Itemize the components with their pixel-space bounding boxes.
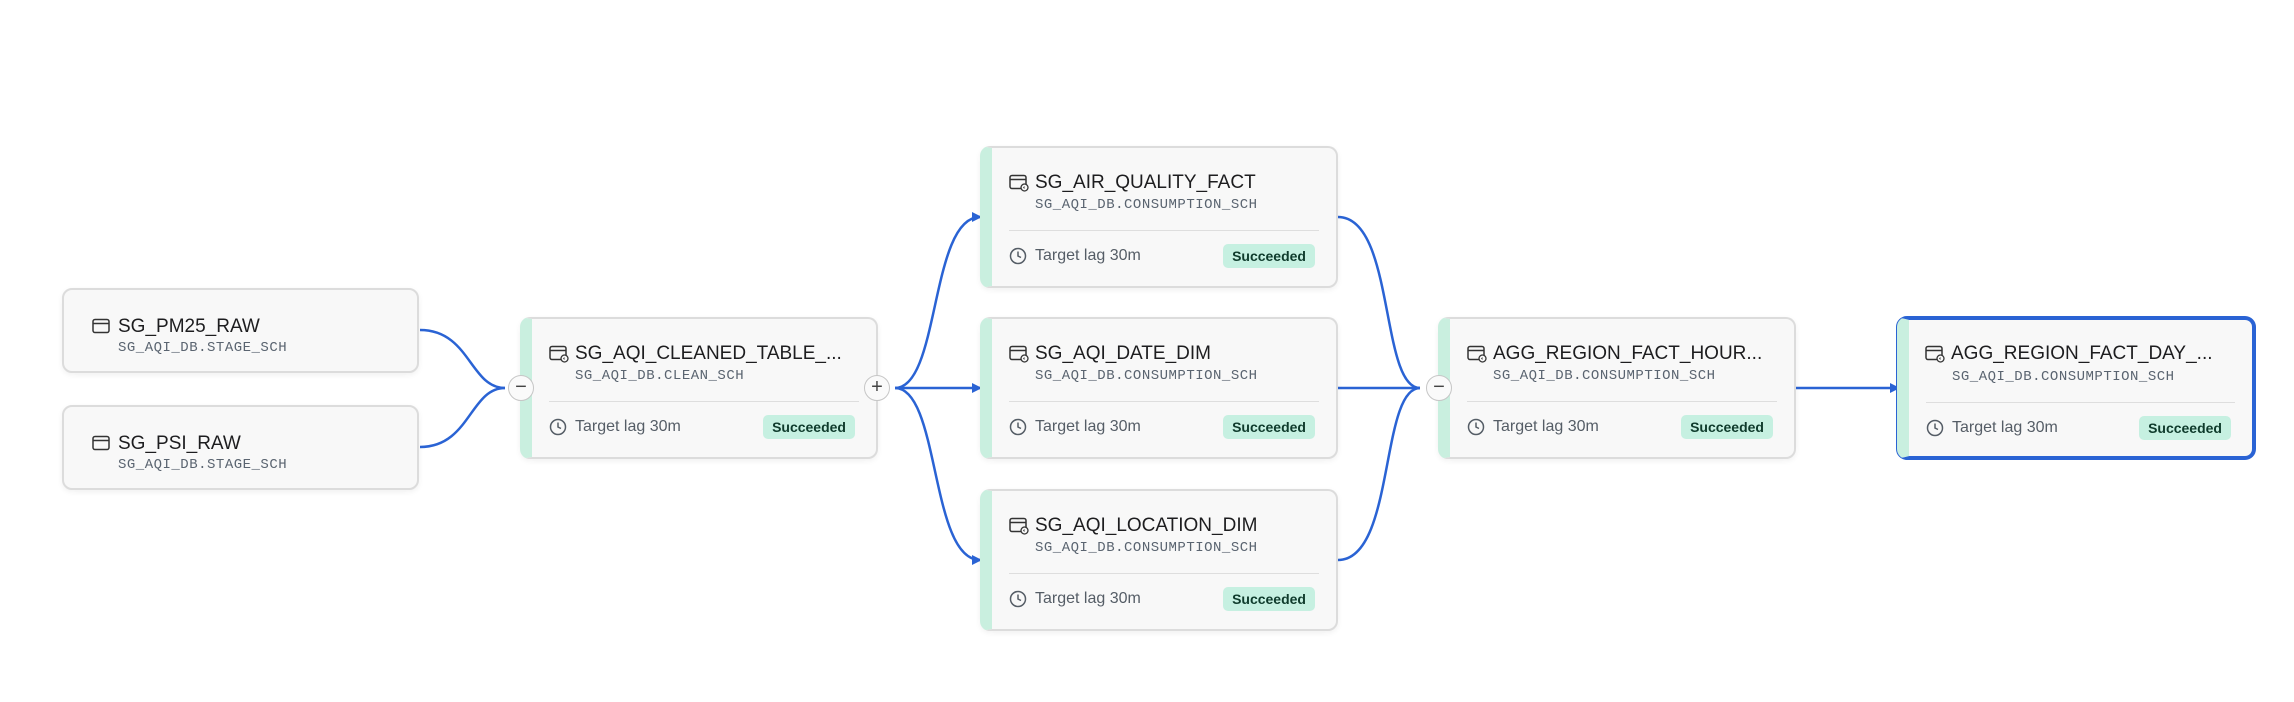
node-schema: SG_AQI_DB.STAGE_SCH: [118, 457, 288, 473]
target-lag: Target lag 30m: [1467, 418, 1599, 436]
status-badge: Succeeded: [2139, 416, 2231, 440]
node-title: SG_AQI_CLEANED_TABLE_...: [575, 343, 842, 364]
edge-psi-to-cleaned: [419, 386, 506, 449]
target-lag-label: Target lag 30m: [1952, 419, 2058, 436]
edge-cleaned-to-location-dim: [894, 386, 982, 565]
node-divider: [1009, 230, 1319, 231]
table-icon: [92, 435, 112, 453]
dynamic-table-icon: [549, 345, 569, 363]
node-title: SG_AIR_QUALITY_FACT: [1035, 172, 1256, 193]
node-title: SG_PM25_RAW: [118, 316, 260, 337]
edge-cleaned-to-air-quality: [894, 212, 982, 390]
dynamic-table-icon: [1925, 345, 1945, 363]
status-badge: Succeeded: [1223, 244, 1315, 268]
status-badge: Succeeded: [1681, 415, 1773, 439]
status-badge: Succeeded: [763, 415, 855, 439]
status-badge: Succeeded: [1223, 415, 1315, 439]
node-divider: [549, 401, 859, 402]
target-lag: Target lag 30m: [1009, 590, 1141, 608]
node-schema: SG_AQI_DB.CONSUMPTION_SCH: [1035, 540, 1258, 556]
clock-icon: [1467, 418, 1485, 436]
clock-icon: [549, 418, 567, 436]
node-sg-aqi-location-dim[interactable]: SG_AQI_LOCATION_DIM SG_AQI_DB.CONSUMPTIO…: [980, 489, 1338, 631]
node-schema: SG_AQI_DB.CLEAN_SCH: [575, 368, 745, 384]
node-divider: [1009, 573, 1319, 574]
target-lag-label: Target lag 30m: [575, 418, 681, 435]
target-lag: Target lag 30m: [1926, 419, 2058, 437]
dynamic-table-icon: [1009, 345, 1029, 363]
dynamic-table-icon: [1009, 174, 1029, 192]
node-schema: SG_AQI_DB.CONSUMPTION_SCH: [1035, 197, 1258, 213]
node-title: SG_PSI_RAW: [118, 433, 241, 454]
node-schema: SG_AQI_DB.CONSUMPTION_SCH: [1035, 368, 1258, 384]
target-lag: Target lag 30m: [1009, 247, 1141, 265]
clock-icon: [1009, 247, 1027, 265]
clock-icon: [1009, 418, 1027, 436]
status-badge: Succeeded: [1223, 587, 1315, 611]
node-schema: SG_AQI_DB.CONSUMPTION_SCH: [1493, 368, 1716, 384]
target-lag-label: Target lag 30m: [1035, 247, 1141, 264]
edge-location-dim-to-agg-hour: [1337, 386, 1421, 562]
node-title: SG_AQI_DATE_DIM: [1035, 343, 1211, 364]
dynamic-table-icon: [1467, 345, 1487, 363]
dynamic-table-icon: [1009, 517, 1029, 535]
node-title: AGG_REGION_FACT_HOUR...: [1493, 343, 1763, 364]
collapse-upstream-agg-hour-button[interactable]: −: [1426, 375, 1452, 401]
node-divider: [1009, 401, 1319, 402]
node-sg-air-quality-fact[interactable]: SG_AIR_QUALITY_FACT SG_AQI_DB.CONSUMPTIO…: [980, 146, 1338, 288]
target-lag: Target lag 30m: [549, 418, 681, 436]
clock-icon: [1926, 419, 1944, 437]
node-sg-aqi-cleaned-table[interactable]: SG_AQI_CLEANED_TABLE_... SG_AQI_DB.CLEAN…: [520, 317, 878, 459]
table-icon: [92, 318, 112, 336]
node-sg-psi-raw[interactable]: SG_PSI_RAW SG_AQI_DB.STAGE_SCH: [62, 405, 419, 490]
node-sg-pm25-raw[interactable]: SG_PM25_RAW SG_AQI_DB.STAGE_SCH: [62, 288, 419, 373]
node-title: AGG_REGION_FACT_DAY_...: [1951, 343, 2213, 364]
node-schema: SG_AQI_DB.STAGE_SCH: [118, 340, 288, 356]
node-title: SG_AQI_LOCATION_DIM: [1035, 515, 1258, 536]
node-divider: [1926, 402, 2235, 403]
target-lag: Target lag 30m: [1009, 418, 1141, 436]
clock-icon: [1009, 590, 1027, 608]
target-lag-label: Target lag 30m: [1035, 590, 1141, 607]
target-lag-label: Target lag 30m: [1035, 418, 1141, 435]
node-schema: SG_AQI_DB.CONSUMPTION_SCH: [1952, 369, 2175, 385]
node-agg-region-fact-day[interactable]: AGG_REGION_FACT_DAY_... SG_AQI_DB.CONSUM…: [1897, 317, 2255, 459]
node-divider: [1467, 401, 1777, 402]
node-agg-region-fact-hour[interactable]: AGG_REGION_FACT_HOUR... SG_AQI_DB.CONSUM…: [1438, 317, 1796, 459]
node-sg-aqi-date-dim[interactable]: SG_AQI_DATE_DIM SG_AQI_DB.CONSUMPTION_SC…: [980, 317, 1338, 459]
target-lag-label: Target lag 30m: [1493, 418, 1599, 435]
expand-downstream-cleaned-button[interactable]: +: [864, 375, 890, 401]
edge-pm25-to-cleaned: [419, 328, 506, 390]
collapse-upstream-cleaned-button[interactable]: −: [508, 375, 534, 401]
edge-air-quality-to-agg-hour: [1337, 215, 1421, 390]
